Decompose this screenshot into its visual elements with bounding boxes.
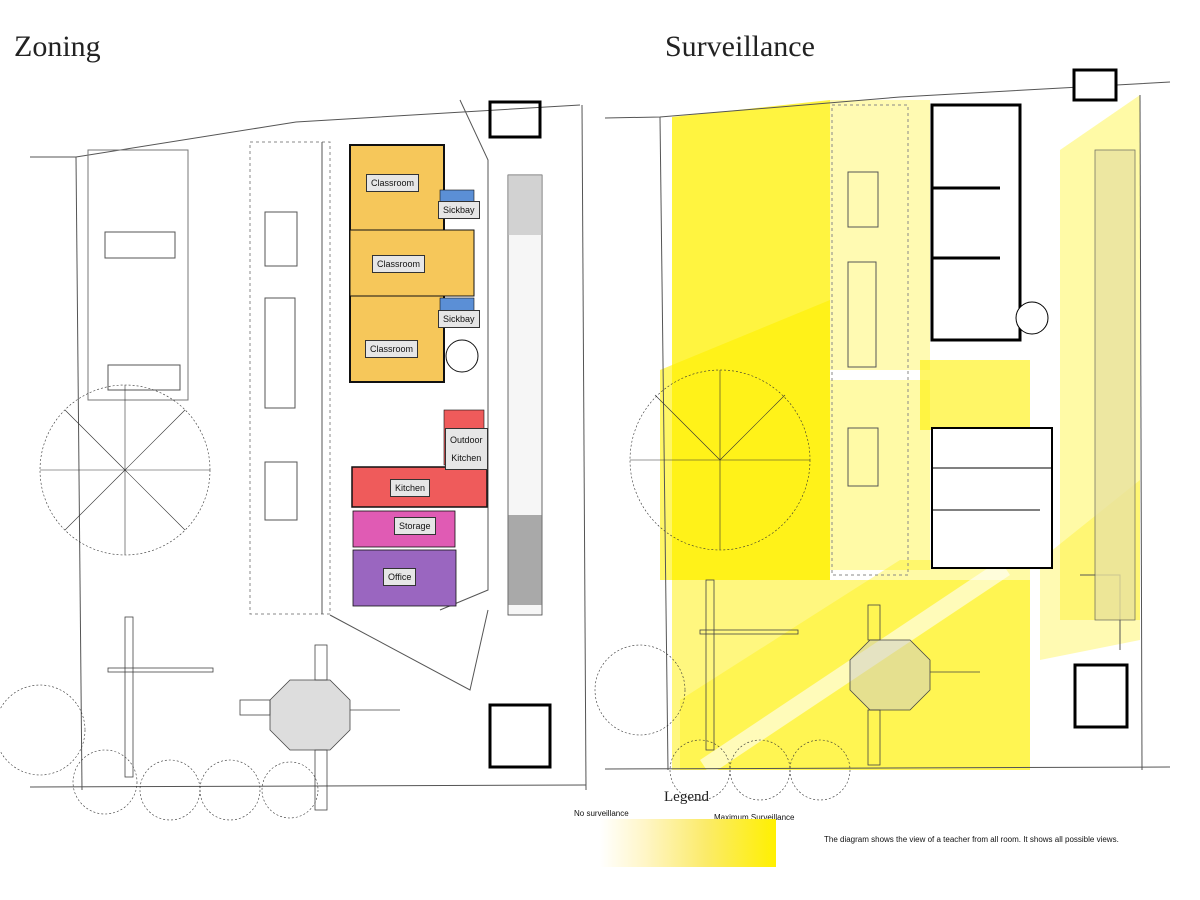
legend-max-label: Maximum Surveillance bbox=[714, 813, 795, 822]
zone-label-sickbay-1: Sickbay bbox=[438, 201, 480, 219]
zone-label-sickbay-2: Sickbay bbox=[438, 310, 480, 328]
zone-label-outdoor-kitchen: Outdoor Kitchen bbox=[445, 428, 488, 470]
legend-title: Legend bbox=[664, 789, 709, 805]
legend-min-label: No surveillance bbox=[574, 809, 629, 818]
zone-label-classroom-3: Classroom bbox=[365, 340, 419, 358]
zoning-title: Zoning bbox=[14, 30, 101, 63]
zone-label-classroom-2: Classroom bbox=[372, 255, 426, 273]
outdoor-kitchen-line1: Outdoor bbox=[450, 435, 483, 445]
zone-label-storage: Storage bbox=[394, 517, 436, 535]
zone-label-classroom-1: Classroom bbox=[366, 174, 420, 192]
legend-note: The diagram shows the view of a teacher … bbox=[824, 835, 1119, 844]
legend-gradient bbox=[600, 819, 776, 867]
tree-icon bbox=[39, 384, 211, 556]
outdoor-kitchen-line2: Kitchen bbox=[451, 453, 482, 463]
surveillance-title: Surveillance bbox=[665, 30, 815, 63]
zone-label-office: Office bbox=[383, 568, 417, 586]
zone-label-kitchen: Kitchen bbox=[390, 479, 431, 497]
